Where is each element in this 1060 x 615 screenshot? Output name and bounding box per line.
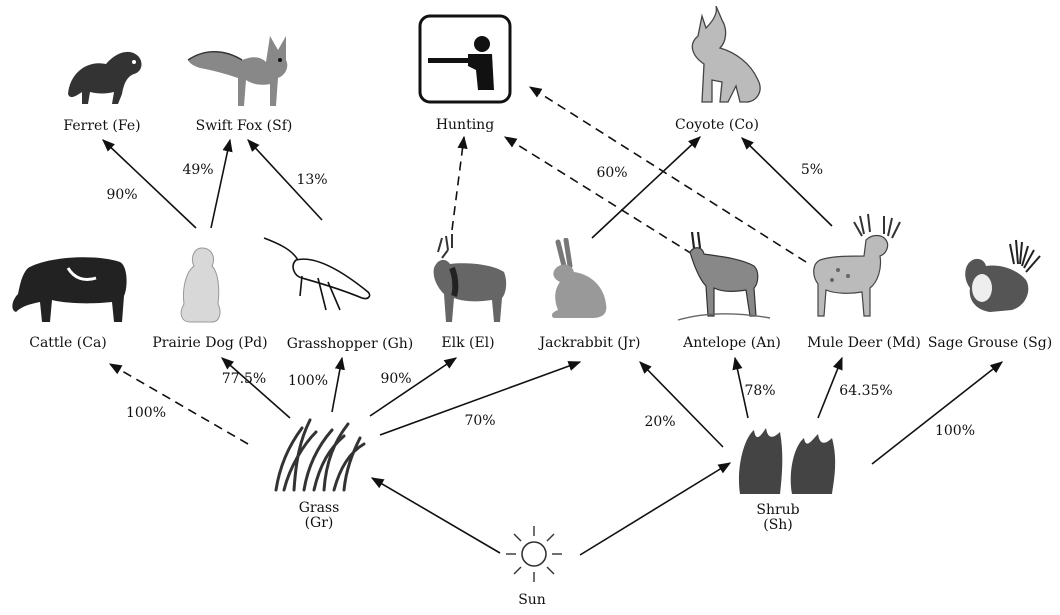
arrow-sh-jr	[640, 362, 723, 447]
sage-grouse-label: Sage Grouse (Sg)	[928, 335, 1052, 351]
arrow-gr-gh	[332, 358, 342, 412]
edge-label-sh-an: 78%	[744, 383, 775, 399]
edge-label-gh-sf: 13%	[296, 172, 327, 188]
elk-label: Elk (El)	[441, 335, 494, 351]
jackrabbit-icon	[540, 238, 612, 322]
sun-icon	[504, 524, 564, 584]
edge-label-md-co: 5%	[801, 162, 823, 178]
cattle-label: Cattle (Ca)	[29, 335, 107, 351]
edge-label-sh-sg: 100%	[935, 423, 975, 439]
grass-icon	[270, 414, 370, 494]
elk-icon	[412, 232, 510, 326]
sun-label: Sun	[518, 592, 546, 608]
prairie-dog-label: Prairie Dog (Pd)	[152, 335, 267, 351]
swift-fox-icon	[186, 26, 298, 112]
arrow-pd-fe	[103, 140, 196, 228]
grasshopper-icon	[256, 230, 380, 316]
edge-label-sh-md: 64.35%	[839, 383, 892, 399]
edge-label-jr-co: 60%	[596, 165, 627, 181]
grass-code-label: (Gr)	[305, 515, 334, 531]
edge-label-sh-jr: 20%	[644, 414, 675, 430]
edge-label-gr-pd: 77.5%	[222, 371, 266, 387]
hunting-icon	[418, 14, 512, 104]
arrow-gr-pd	[222, 358, 290, 418]
shrub-icon	[732, 424, 844, 496]
arrow-gr-el	[370, 358, 456, 416]
swift-fox-label: Swift Fox (Sf)	[196, 118, 293, 134]
cattle-icon	[8, 248, 130, 326]
mule-deer-icon	[808, 212, 912, 322]
edge-label-gr-jr: 70%	[464, 413, 495, 429]
ferret-label: Ferret (Fe)	[63, 118, 140, 134]
edge-label-gr-ca: 100%	[126, 405, 166, 421]
arrow-el-hunting	[452, 137, 464, 230]
edge-label-pd-fe: 90%	[106, 187, 137, 203]
arrow-pd-sf	[211, 140, 230, 228]
antelope-label: Antelope (An)	[683, 335, 781, 351]
arrow-sh-sg	[872, 362, 1002, 464]
sage-grouse-icon	[954, 234, 1048, 324]
edge-label-gr-gh: 100%	[288, 373, 328, 389]
shrub-label: Shrub	[756, 502, 799, 518]
grasshopper-label: Grasshopper (Gh)	[287, 336, 414, 352]
edge-label-pd-sf: 49%	[182, 162, 213, 178]
coyote-icon	[672, 6, 768, 106]
hunting-label: Hunting	[436, 117, 494, 133]
ferret-icon	[58, 42, 150, 112]
mule-deer-label: Mule Deer (Md)	[807, 335, 921, 351]
coyote-label: Coyote (Co)	[675, 117, 759, 133]
jackrabbit-label: Jackrabbit (Jr)	[539, 335, 640, 351]
prairie-dog-icon	[172, 242, 232, 326]
grass-label: Grass	[299, 500, 340, 516]
arrow-jr-co	[592, 137, 700, 238]
antelope-icon	[676, 226, 772, 322]
arrow-sun-sh	[580, 463, 730, 555]
arrow-sun-gr	[372, 478, 500, 553]
edge-label-gr-el: 90%	[380, 371, 411, 387]
shrub-code-label: (Sh)	[763, 517, 793, 533]
